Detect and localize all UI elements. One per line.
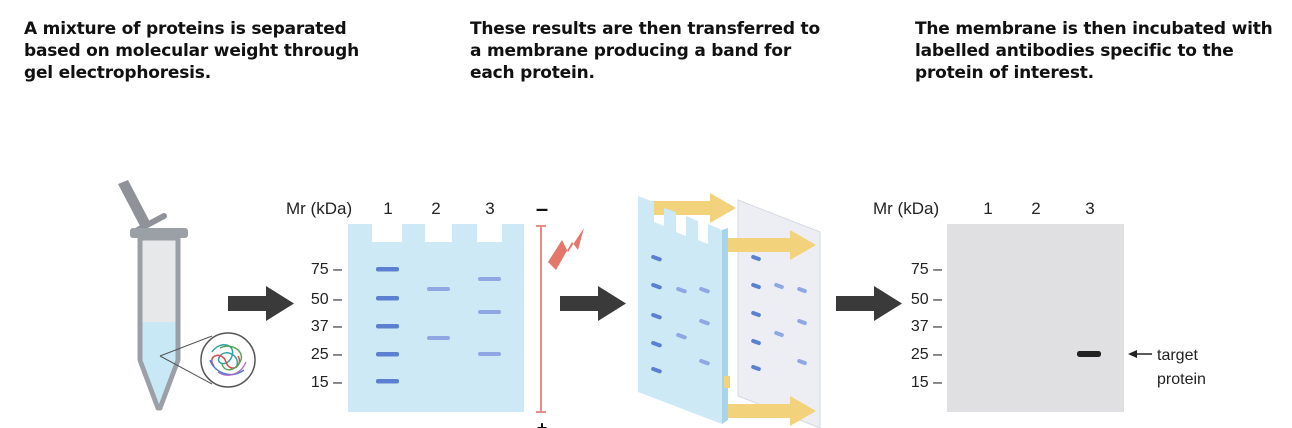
membrane-marker-label: 75 – <box>911 261 942 278</box>
membrane-band <box>751 310 761 318</box>
gel-band <box>427 336 450 340</box>
negative-electrode-label: – <box>536 196 548 221</box>
transfer-arrow <box>722 230 816 260</box>
gel-marker-label: 50 – <box>311 291 342 308</box>
transfer-membrane <box>737 199 821 428</box>
tube-liquid <box>142 322 176 404</box>
transfer-arrow <box>650 193 736 223</box>
gel-lane-label: 2 <box>431 199 440 218</box>
process-arrow-3 <box>836 286 902 321</box>
step1-caption: A mixture of proteins is separated based… <box>24 19 360 83</box>
membrane-lane-label: 2 <box>1031 199 1040 218</box>
gel-band <box>699 286 710 294</box>
target-pointer-arrow <box>1128 350 1152 358</box>
membrane-band <box>751 338 761 346</box>
gel-band <box>376 267 399 272</box>
transfer-membrane-bands <box>751 254 807 372</box>
sample-tube <box>118 180 256 411</box>
probed-membrane <box>947 224 1124 412</box>
target-protein-label: protein <box>1157 371 1206 388</box>
gel-lane-label: 3 <box>485 199 494 218</box>
process-arrow-2 <box>560 286 626 321</box>
gel-marker-label: 75 – <box>311 261 342 278</box>
membrane-band <box>797 358 807 366</box>
gel-band <box>651 282 662 290</box>
lightning-icon <box>548 228 584 270</box>
gel-marker-label: 37 – <box>311 318 342 335</box>
gel-band <box>376 379 399 384</box>
transfer-arrow <box>722 396 816 426</box>
membrane-band <box>774 330 784 338</box>
membrane-lane-label: 3 <box>1085 199 1094 218</box>
gel-band <box>478 310 501 314</box>
probed-membrane-panel: Mr (kDa) 1 2 3 75 – 50 – 37 – 25 – 15 – … <box>873 199 1206 412</box>
membrane-band <box>751 364 761 372</box>
protein-mixture-magnifier <box>200 332 256 388</box>
gel-slab <box>348 224 524 412</box>
process-arrow-1 <box>228 286 294 321</box>
transfer-arrow <box>724 376 730 388</box>
gel-band <box>651 254 662 262</box>
gel-band <box>651 340 662 348</box>
target-protein-band <box>1077 351 1101 357</box>
membrane-marker-label: 50 – <box>911 291 942 308</box>
gel-panel: Mr (kDa) 1 2 3 75 – 50 – 37 – 25 – 15 – … <box>286 196 584 428</box>
membrane-band <box>797 286 807 294</box>
gel-band <box>478 277 501 281</box>
membrane-axis-label: Mr (kDa) <box>873 199 939 218</box>
gel-band <box>427 287 450 291</box>
membrane-lane-label: 1 <box>983 199 992 218</box>
target-protein-label: target <box>1157 347 1198 364</box>
membrane-marker-label: 37 – <box>911 318 942 335</box>
transfer-gel <box>638 196 722 424</box>
positive-electrode-label: + <box>537 418 548 428</box>
membrane-band <box>751 282 761 290</box>
gel-band <box>651 366 662 374</box>
gel-marker-label: 25 – <box>311 346 342 363</box>
gel-band <box>376 324 399 329</box>
gel-band <box>699 318 710 326</box>
gel-band <box>478 352 501 356</box>
transfer-panel <box>638 193 821 428</box>
transfer-gel-bands <box>651 254 710 374</box>
membrane-band <box>797 318 807 326</box>
tube-lid <box>118 180 150 226</box>
membrane-marker-label: 25 – <box>911 346 942 363</box>
gel-band <box>376 352 399 357</box>
gel-axis-label: Mr (kDa) <box>286 199 352 218</box>
gel-marker-label: 15 – <box>311 374 342 391</box>
gel-band <box>376 296 399 301</box>
gel-band <box>676 286 687 294</box>
step3-caption: The membrane is then incubated with labe… <box>915 19 1273 83</box>
gel-band <box>651 312 662 320</box>
gel-band <box>699 358 710 366</box>
membrane-marker-label: 15 – <box>911 374 942 391</box>
membrane-band <box>774 282 784 290</box>
step2-caption: These results are then transferred to a … <box>470 19 820 83</box>
membrane-band <box>751 254 761 262</box>
gel-lane-label: 1 <box>383 199 392 218</box>
gel-band <box>676 332 687 340</box>
